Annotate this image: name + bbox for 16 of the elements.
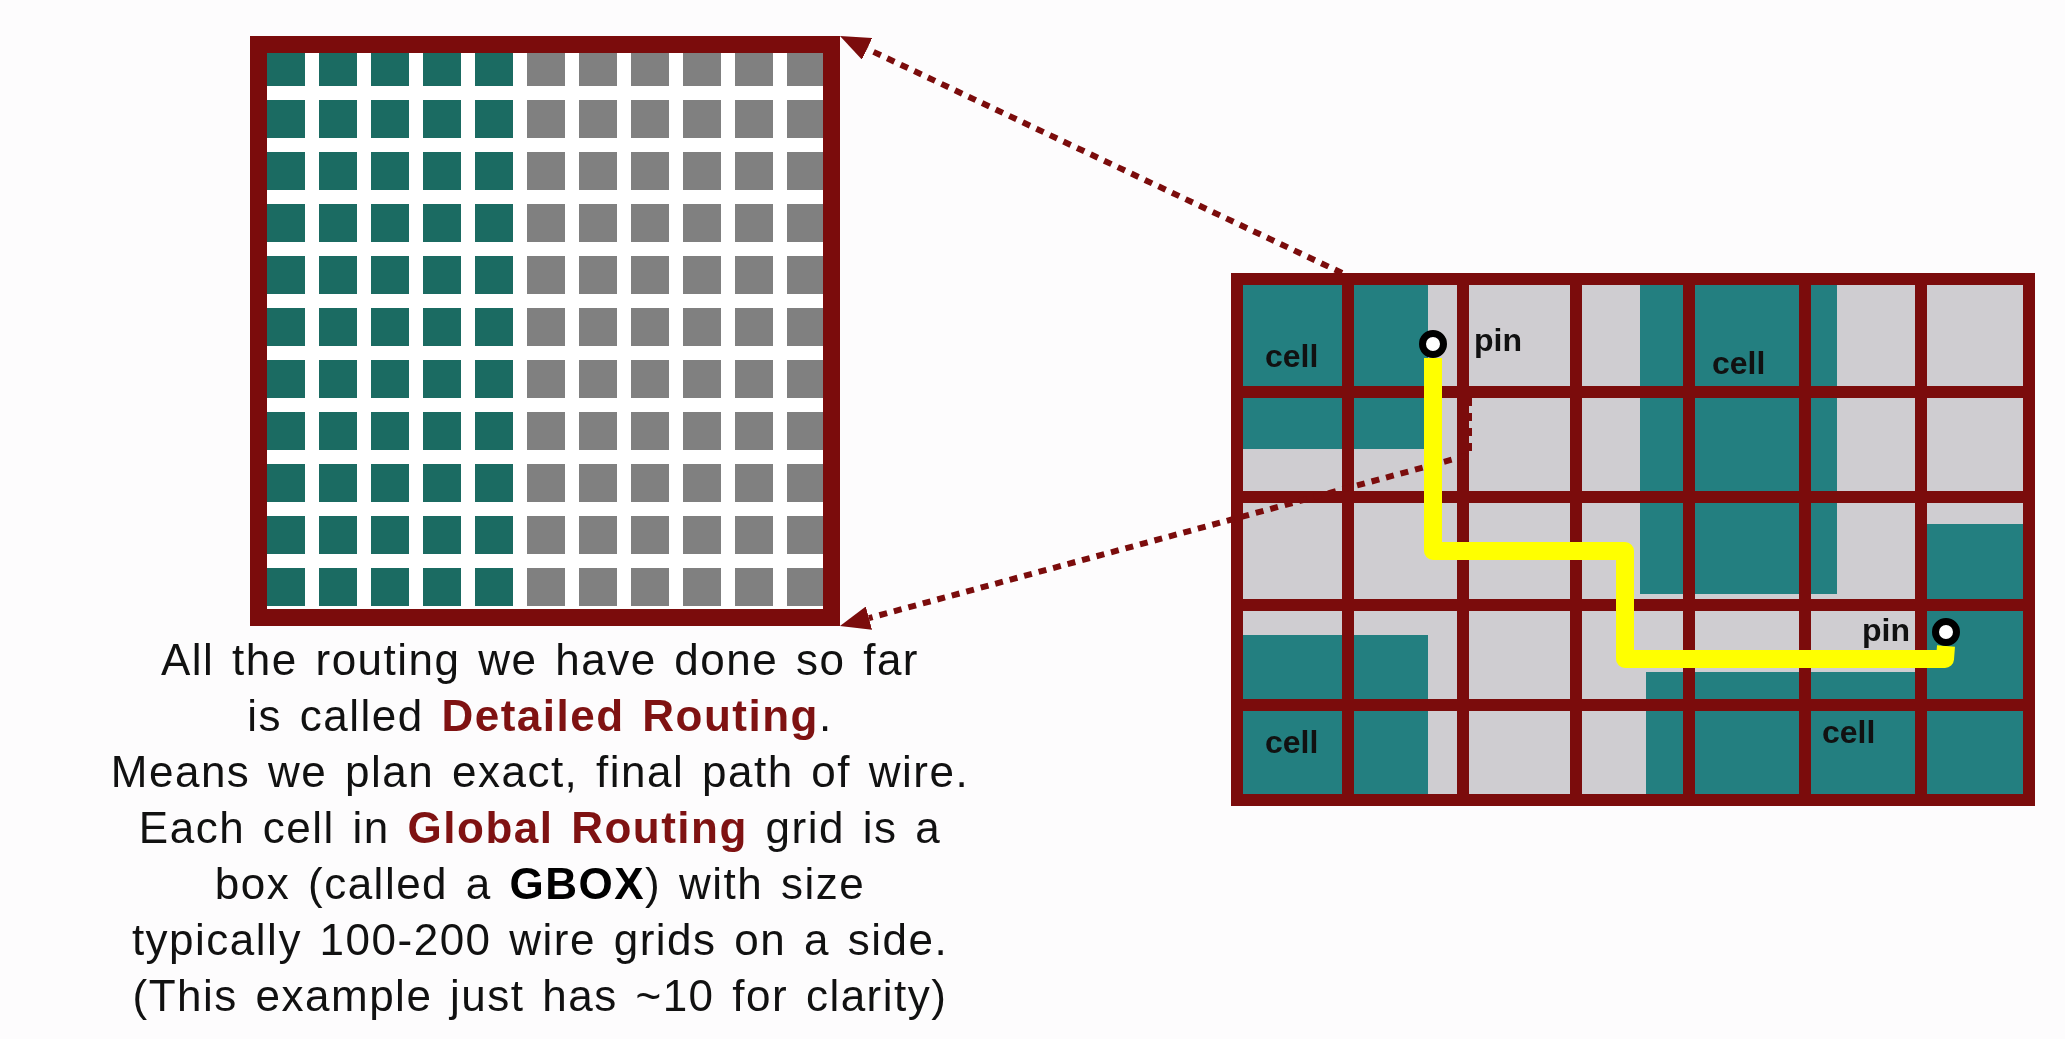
body-text: (This example just has ~10 for clarity)	[132, 970, 948, 1022]
magnified-gbox-grid	[250, 36, 840, 626]
body-text: Each cell in Global Routing grid is a box (called a GBOX) with size typically 100-200 wire grids on a side.	[130, 802, 950, 966]
pin-label: pin	[1474, 322, 1522, 358]
ring-icon	[1419, 330, 1447, 358]
block-label: cell	[1712, 345, 1766, 381]
block-label: cell	[1265, 724, 1319, 760]
dotted-arrow	[839, 398, 1472, 630]
body-text: Means we plan exact, final path of wire.	[110, 746, 970, 798]
block-label: cell	[1265, 338, 1319, 374]
body-text: All the routing we have done so far is called Detailed Routing.	[160, 634, 920, 742]
ring-icon	[1932, 618, 1960, 646]
block-label: cell	[1822, 714, 1876, 750]
dotted-arrow	[839, 36, 1344, 276]
routed-wire	[1424, 358, 1955, 668]
pin-label: pin	[1862, 612, 1910, 648]
